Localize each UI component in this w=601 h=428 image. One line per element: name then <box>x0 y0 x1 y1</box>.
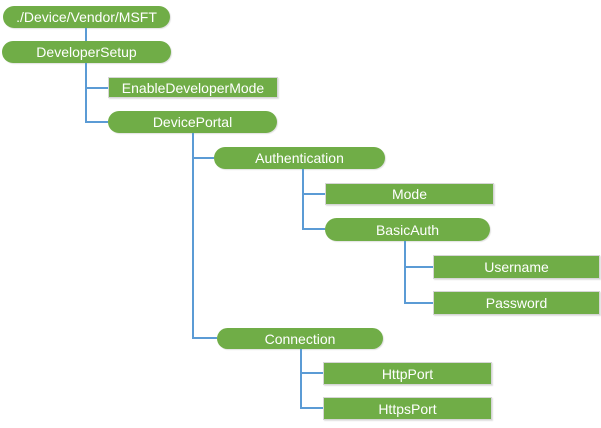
edge-authentication-basicauth-line <box>302 228 325 230</box>
edge-authentication-trunk-line <box>302 169 304 230</box>
edge-deviceportal-trunk-line <box>192 133 194 339</box>
node-httpport: HttpPort <box>323 362 492 385</box>
node-username: Username <box>433 255 600 279</box>
edge-developersetup-trunk-line <box>85 63 87 123</box>
edge-connection-trunk-line <box>300 349 302 409</box>
edge-root-developersetup-line <box>85 28 87 41</box>
node-mode: Mode <box>325 183 494 205</box>
edge-developersetup-enabledevelopermode-line <box>85 87 108 89</box>
node-authentication: Authentication <box>214 147 385 169</box>
node-deviceportal: DevicePortal <box>108 111 277 133</box>
edge-connection-httpsport-line <box>300 407 323 409</box>
node-device-vendor-msft: ./Device/Vendor/MSFT <box>3 6 170 28</box>
node-developersetup: DeveloperSetup <box>2 41 171 63</box>
edge-deviceportal-connection-line <box>192 337 217 339</box>
edge-connection-httpport-line <box>300 372 323 374</box>
edge-basicauth-username-line <box>404 266 433 268</box>
edge-deviceportal-authentication-line <box>192 157 214 159</box>
node-enabledevelopermode: EnableDeveloperMode <box>108 77 278 98</box>
edge-basicauth-password-line <box>404 302 433 304</box>
edge-basicauth-trunk-line <box>404 241 406 304</box>
edge-developersetup-deviceportal-line <box>85 121 108 123</box>
node-httpsport: HttpsPort <box>323 397 492 420</box>
node-basicauth: BasicAuth <box>325 218 490 241</box>
edge-authentication-mode-line <box>302 193 325 195</box>
node-password: Password <box>433 291 600 315</box>
node-connection: Connection <box>217 328 383 349</box>
